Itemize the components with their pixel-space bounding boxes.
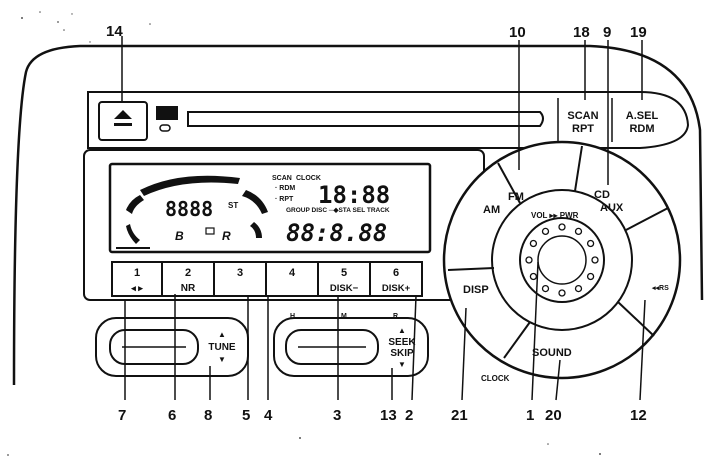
callout-10: 10 [509, 24, 526, 41]
callout-19: 19 [630, 24, 647, 41]
preset-6-sub: DISK+ [382, 283, 411, 294]
preset-5-number: 5 [341, 267, 347, 279]
preset-button-6[interactable]: 6 DISK+ [369, 261, 423, 297]
disc-icon [156, 106, 178, 120]
knob-dot [525, 256, 533, 264]
seek-up-icon: ▲ [398, 326, 406, 335]
dial-clock-label: CLOCK [481, 374, 510, 383]
volume-knob-center [537, 235, 587, 285]
callout-2: 2 [405, 407, 413, 424]
asel-button-label[interactable]: A.SEL [626, 110, 659, 122]
callout-21: 21 [451, 407, 468, 424]
dial-fm-label[interactable]: FM [508, 191, 524, 203]
eject-button[interactable] [98, 101, 148, 141]
dial-sector-dividers [447, 145, 669, 359]
dial-aux-label[interactable]: AUX [600, 202, 624, 214]
knob-dot [591, 256, 599, 264]
callout-12: 12 [630, 407, 647, 424]
dial-am-label[interactable]: AM [483, 204, 500, 216]
lcd-clock: CLOCK [296, 175, 321, 182]
callout-18: 18 [573, 24, 590, 41]
lcd-st-indicator: ST [228, 201, 238, 210]
dial-vol-label: VOL ▸▸ PWR [531, 211, 579, 220]
callout-8: 8 [204, 407, 212, 424]
disc-led-icon [159, 124, 171, 132]
lcd-display [108, 162, 432, 254]
lcd-rdm: · RDM [275, 185, 295, 192]
dial-rew-label[interactable]: ◂◂RS [651, 285, 669, 292]
lcd-bottom-digits: 88:8.88 [286, 219, 387, 247]
preset-button-3[interactable]: 3 [213, 261, 267, 297]
lcd-r-indicator: R [222, 229, 231, 243]
dial-sound-label[interactable]: SOUND [532, 347, 572, 359]
knob-dot [541, 227, 550, 236]
knob-dot [558, 223, 566, 231]
knob-dot [586, 239, 595, 248]
callout-7: 7 [118, 407, 126, 424]
knob-dot [574, 284, 583, 293]
preset-4-number: 4 [289, 267, 296, 279]
cd-slot [187, 111, 544, 127]
preset-2-sub: NR [181, 283, 196, 294]
lcd-arc-indicator [126, 175, 268, 244]
preset-row: 1 ◂ ▸ 2 NR 3 4 5 DISK− 6 DISK+ [111, 261, 423, 297]
callout-numbers: 14 10 18 9 19 7 6 8 5 4 3 13 2 21 1 20 1… [106, 23, 647, 424]
scan-button-label[interactable]: SCAN [567, 110, 598, 122]
preset-button-5[interactable]: 5 DISK− [317, 261, 371, 297]
preset-1-number: 1 [134, 267, 140, 279]
knob-dot [529, 272, 538, 281]
rdm-button-label[interactable]: RDM [629, 123, 654, 135]
seek-m-mark: M [341, 313, 347, 320]
seek-r-mark: R [393, 313, 398, 320]
preset-1-sub: ◂ ▸ [130, 283, 143, 293]
callout-6: 6 [168, 407, 176, 424]
seek-down-icon: ▼ [398, 360, 406, 369]
lcd-mid-indicator [205, 227, 215, 235]
callout-4: 4 [264, 407, 273, 424]
knob-dot [574, 227, 583, 236]
callout-14: 14 [106, 23, 123, 40]
preset-5-sub: DISK− [330, 283, 359, 294]
preset-2-number: 2 [185, 267, 191, 279]
callout-9: 9 [603, 24, 611, 41]
lcd-info-row: GROUP DISC ─◆STA SEL TRACK [286, 207, 390, 214]
callout-3: 3 [333, 407, 341, 424]
callout-5: 5 [242, 407, 250, 424]
seek-label: SEEK [388, 337, 416, 348]
callout-20: 20 [545, 407, 562, 424]
housing-outline [12, 44, 704, 386]
tune-down-icon: ▼ [218, 355, 226, 364]
eject-icon [114, 110, 132, 126]
leader-lines [121, 36, 646, 401]
volume-knob-dots [525, 223, 599, 297]
seek-h-mark: H [290, 313, 295, 320]
preset-button-1[interactable]: 1 ◂ ▸ [111, 261, 163, 297]
callout-13: 13 [380, 407, 397, 424]
tune-label: TUNE [208, 342, 236, 353]
rpt-button-label[interactable]: RPT [572, 123, 594, 135]
preset-button-4[interactable]: 4 [265, 261, 319, 297]
lcd-frequency: 8888 [165, 197, 213, 221]
skip-label: SKIP [390, 348, 414, 359]
lcd-b-indicator: B [175, 229, 184, 243]
callout-1: 1 [526, 407, 534, 424]
knob-dot [586, 272, 595, 281]
dial-disp-label[interactable]: DISP [463, 284, 489, 296]
knob-dot [541, 284, 550, 293]
dial-cd-label[interactable]: CD [594, 189, 610, 201]
lcd-clock-digits: 18:88 [318, 181, 390, 209]
lcd-rpt: · RPT [275, 196, 294, 203]
scan-specks [7, 11, 601, 456]
preset-button-2[interactable]: 2 NR [161, 261, 215, 297]
knob-dot [558, 289, 566, 297]
knob-dot [529, 239, 538, 248]
preset-6-number: 6 [393, 267, 399, 279]
preset-3-number: 3 [237, 267, 243, 279]
tune-up-icon: ▲ [218, 330, 226, 339]
lcd-scan: SCAN [272, 175, 292, 182]
